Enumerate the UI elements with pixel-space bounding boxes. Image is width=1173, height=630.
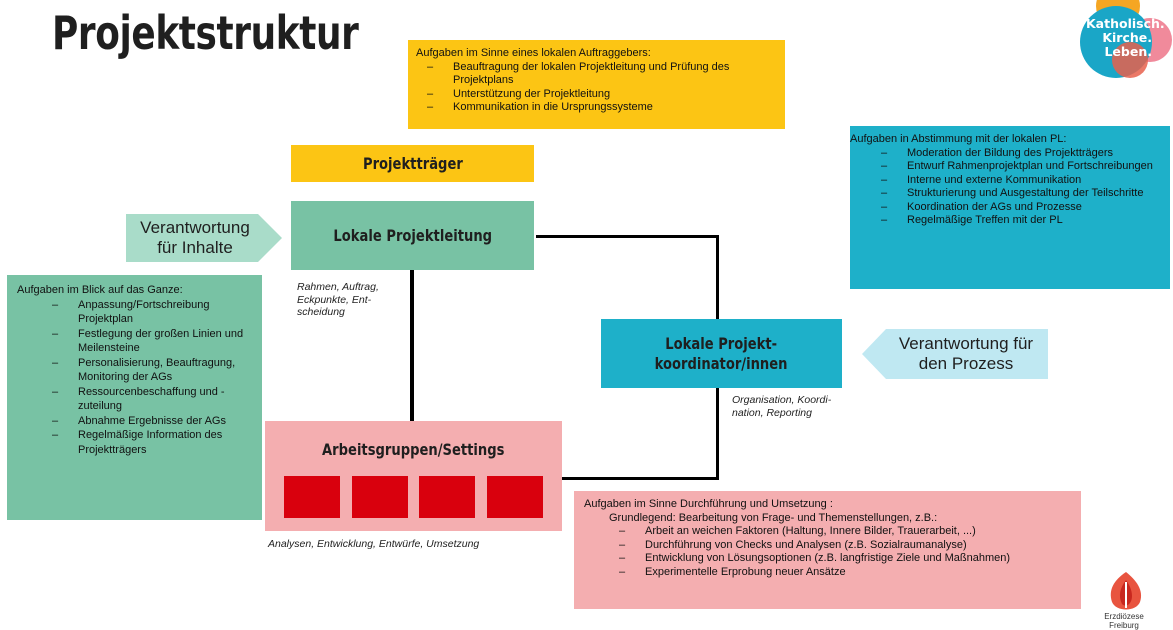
note-heading: Aufgaben im Sinne Durchführung und Umset…: [584, 498, 833, 510]
working-group-block: [419, 476, 475, 518]
erzdioezese-logo: Erzdiözese Freiburg: [1094, 570, 1154, 630]
projekttraeger-node: Projektträger: [291, 145, 534, 182]
list-item: Ressourcenbeschaffung und -zuteilung: [52, 385, 254, 414]
list-item: Entwicklung von Lösungsoptionen (z.B. la…: [619, 552, 1073, 566]
list-item: Entwurf Rahmenprojektplan und Fortschrei…: [881, 160, 1164, 174]
projektkoordination-node: Lokale Projekt- koordinator/innen: [601, 319, 842, 388]
responsibility-arrow-process: Verantwortung für den Prozess: [862, 329, 1048, 379]
responsibility-arrow-content: Verantwortung für Inhalte: [126, 214, 282, 262]
working-group-block: [487, 476, 543, 518]
node-label: Lokale Projekt-: [665, 333, 778, 353]
caption-line: Eckpunkte, Ent-: [297, 293, 372, 306]
list-item: Experimentelle Erprobung neuer Ansätze: [619, 566, 1073, 580]
list-item: Unterstützung der Projektleitung: [427, 88, 777, 102]
list-item: Beauftragung der lokalen Projektleitung …: [427, 61, 777, 88]
list-item: Festlegung der großen Linien und Meilens…: [52, 327, 254, 356]
note-subheading: Grundlegend: Bearbeitung von Frage- und …: [609, 511, 938, 524]
ag-tasks-note: Aufgaben im Sinne Durchführung und Umset…: [574, 491, 1081, 609]
node-label: koordinator/innen: [655, 353, 788, 373]
arrow-label: Verantwortung: [140, 218, 250, 237]
logo-line-2: Kirche.: [1102, 30, 1152, 45]
logo-graphic: [1080, 0, 1172, 78]
caption-line: nation, Reporting: [732, 406, 812, 419]
caption-line: Rahmen, Auftrag,: [297, 281, 379, 293]
note-heading: Aufgaben im Blick auf das Ganze:: [17, 284, 183, 296]
leitung-tasks-note: Aufgaben im Blick auf das Ganze: Anpassu…: [7, 275, 262, 520]
list-item: Arbeit an weichen Faktoren (Haltung, Inn…: [619, 525, 1073, 539]
list-item: Moderation der Bildung des Projektträger…: [881, 147, 1164, 161]
list-item: Anpassung/Fortschreibung Projektplan: [52, 298, 254, 327]
list-item: Durchführung von Checks und Analysen (z.…: [619, 539, 1073, 553]
connector-line: [716, 388, 719, 480]
connector-line: [536, 235, 719, 238]
working-group-block: [352, 476, 408, 518]
note-heading: Aufgaben im Sinne eines lokalen Auftragg…: [416, 47, 651, 59]
caption-line: Organisation, Koordi-: [732, 394, 832, 406]
arrow-label: Verantwortung für: [898, 334, 1034, 353]
katholisch-logo: Katholisch. Kirche. Leben.: [1068, 0, 1173, 82]
flame-icon: [1110, 572, 1142, 610]
list-item: Kommunikation in die Ursprungssysteme: [427, 101, 777, 115]
caption-line: scheidung: [297, 306, 345, 318]
logo-line: Freiburg: [1109, 621, 1139, 630]
arrow-label: für Inhalte: [157, 238, 233, 257]
node-label: Arbeitsgruppen/Settings: [322, 440, 505, 459]
koord-caption: Organisation, Koordi- nation, Reporting: [732, 394, 862, 419]
list-item: Regelmäßige Information des Projektträge…: [52, 428, 254, 457]
list-item: Abnahme Ergebnisse der AGs: [52, 414, 254, 429]
node-label: Lokale Projektleitung: [333, 226, 492, 245]
koordination-tasks-note: Aufgaben in Abstimmung mit der lokalen P…: [850, 126, 1170, 289]
connector-line: [410, 270, 414, 422]
logo-line-1: Katholisch.: [1086, 16, 1165, 31]
logo-line-3: Leben.: [1104, 44, 1152, 59]
ag-caption: Analysen, Entwicklung, Entwürfe, Umsetzu…: [268, 538, 480, 550]
arrow-shape: [126, 214, 282, 262]
connector-line: [716, 235, 719, 319]
note-heading: Aufgaben in Abstimmung mit der lokalen P…: [850, 133, 1067, 145]
arrow-label: den Prozess: [918, 354, 1014, 373]
logo-line: Erzdiözese: [1104, 612, 1144, 621]
working-group-block: [284, 476, 340, 518]
leitung-caption: Rahmen, Auftrag, Eckpunkte, Ent- scheidu…: [297, 281, 407, 319]
projektleitung-node: Lokale Projektleitung: [291, 201, 534, 270]
arrow-shape: [862, 329, 1048, 379]
list-item: Personalisierung, Beauftragung, Monitori…: [52, 356, 254, 385]
connector-line: [562, 477, 719, 480]
traeger-tasks-note: Aufgaben im Sinne eines lokalen Auftragg…: [408, 40, 785, 129]
list-item: Regelmäßige Treffen mit der PL: [881, 214, 1164, 228]
list-item: Interne und externe Kommunikation: [881, 174, 1164, 188]
list-item: Koordination der AGs und Prozesse: [881, 201, 1164, 215]
node-label: Projektträger: [362, 154, 463, 173]
list-item: Strukturierung und Ausgestaltung der Tei…: [881, 187, 1164, 201]
page-title: Projektstruktur: [52, 6, 359, 60]
